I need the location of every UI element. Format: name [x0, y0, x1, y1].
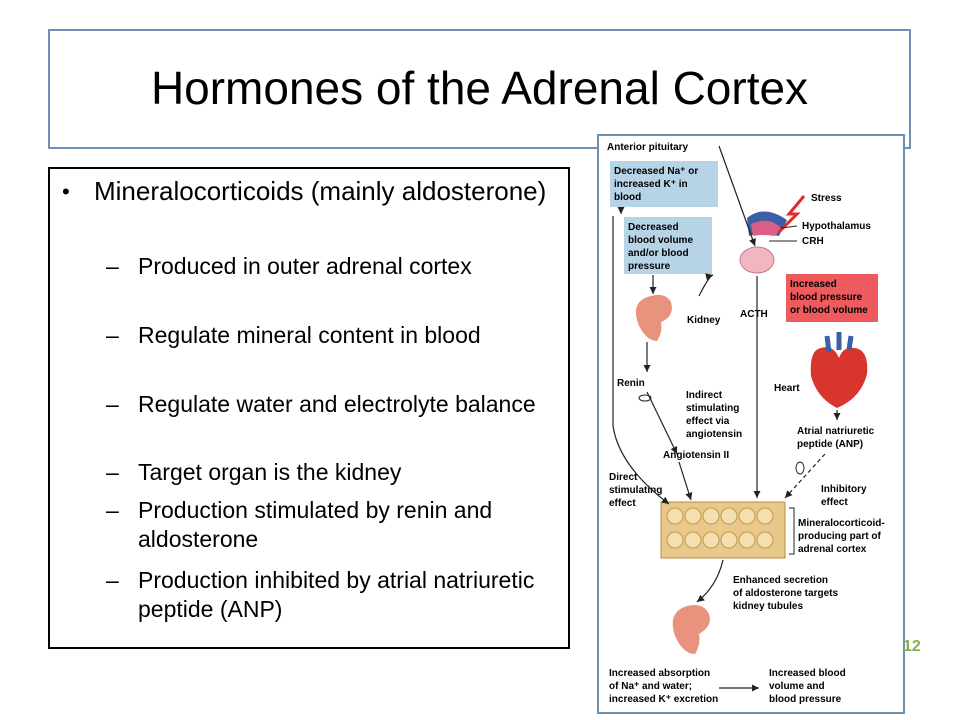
enhanced-text: Enhanced secretion of aldosterone target… — [733, 575, 841, 612]
sub-bullet: –Production stimulated by renin and aldo… — [106, 497, 493, 552]
increased-bp-text: Increased blood pressure or blood volume — [790, 279, 868, 316]
label-renin: Renin — [617, 378, 645, 389]
increased-absorption-text: Increased absorption of Na⁺ and water; i… — [609, 668, 718, 705]
slide-number: 12 — [903, 638, 921, 655]
heart-icon — [810, 347, 868, 408]
aldosterone-regulation-figure: Anterior pituitary Decreased Na⁺ or incr… — [597, 134, 905, 714]
increased-bp-box — [786, 274, 878, 322]
figure-svg: Anterior pituitary Decreased Na⁺ or incr… — [607, 142, 887, 705]
bullet-box: • Mineralocorticoids (mainly aldosterone… — [48, 167, 570, 649]
leader-line — [780, 225, 798, 229]
cortex-cells — [666, 507, 774, 549]
decreased-bv-box — [624, 217, 712, 274]
renin-marker — [638, 394, 652, 402]
decreased-bv-text: Decreased blood volume and/or blood pres… — [628, 222, 696, 272]
sub-bullet: –Regulate mineral content in blood — [106, 322, 481, 348]
title-box: Hormones of the Adrenal Cortex — [48, 29, 911, 149]
label-heart: Heart — [774, 383, 800, 394]
label-angiotensin: Angiotensin II — [663, 450, 729, 461]
sub-bullet: –Regulate water and electrolyte balance — [106, 391, 536, 417]
hypothalamus-inner — [751, 220, 781, 236]
kidney-top-icon — [635, 294, 672, 341]
cortex-bracket — [789, 507, 795, 555]
flow-arrows — [612, 145, 841, 692]
pituitary-icon — [739, 246, 775, 274]
sub-bullet: –Produced in outer adrenal cortex — [106, 253, 472, 279]
heart-vessels — [824, 332, 854, 353]
bullet-dot: • — [62, 179, 70, 204]
label-acth: ACTH — [740, 309, 768, 320]
label-crh: CRH — [802, 236, 824, 247]
label-stress: Stress — [811, 193, 842, 204]
main-bullet: Mineralocorticoids (mainly aldosterone) — [94, 176, 547, 206]
increased-bv-text: Increased blood volume and blood pressur… — [769, 668, 848, 705]
decreased-na-text: Decreased Na⁺ or increased K⁺ in blood — [614, 166, 701, 203]
anp-text: Atrial natriuretic peptide (ANP) — [797, 426, 877, 450]
direct-text: Direct stimulating effect — [609, 472, 665, 509]
slide-title: Hormones of the Adrenal Cortex — [150, 62, 809, 114]
decreased-na-box — [610, 161, 718, 207]
mineralo-text: Mineralocorticoid- producing part of adr… — [798, 518, 887, 555]
sub-bullet: –Target organ is the kidney — [106, 459, 402, 485]
label-hypothalamus: Hypothalamus — [802, 221, 871, 232]
inhibitory-marker — [795, 461, 805, 475]
label-anterior-pituitary: Anterior pituitary — [607, 142, 689, 153]
kidney-bottom-icon — [672, 605, 710, 654]
label-kidney: Kidney — [687, 315, 721, 326]
indirect-text: Indirect stimulating effect via angioten… — [686, 390, 742, 440]
sub-bullet: –Production inhibited by atrial natriure… — [106, 567, 535, 622]
stress-bolt-icon — [777, 195, 806, 234]
inhibitory-text: Inhibitory effect — [821, 484, 869, 508]
